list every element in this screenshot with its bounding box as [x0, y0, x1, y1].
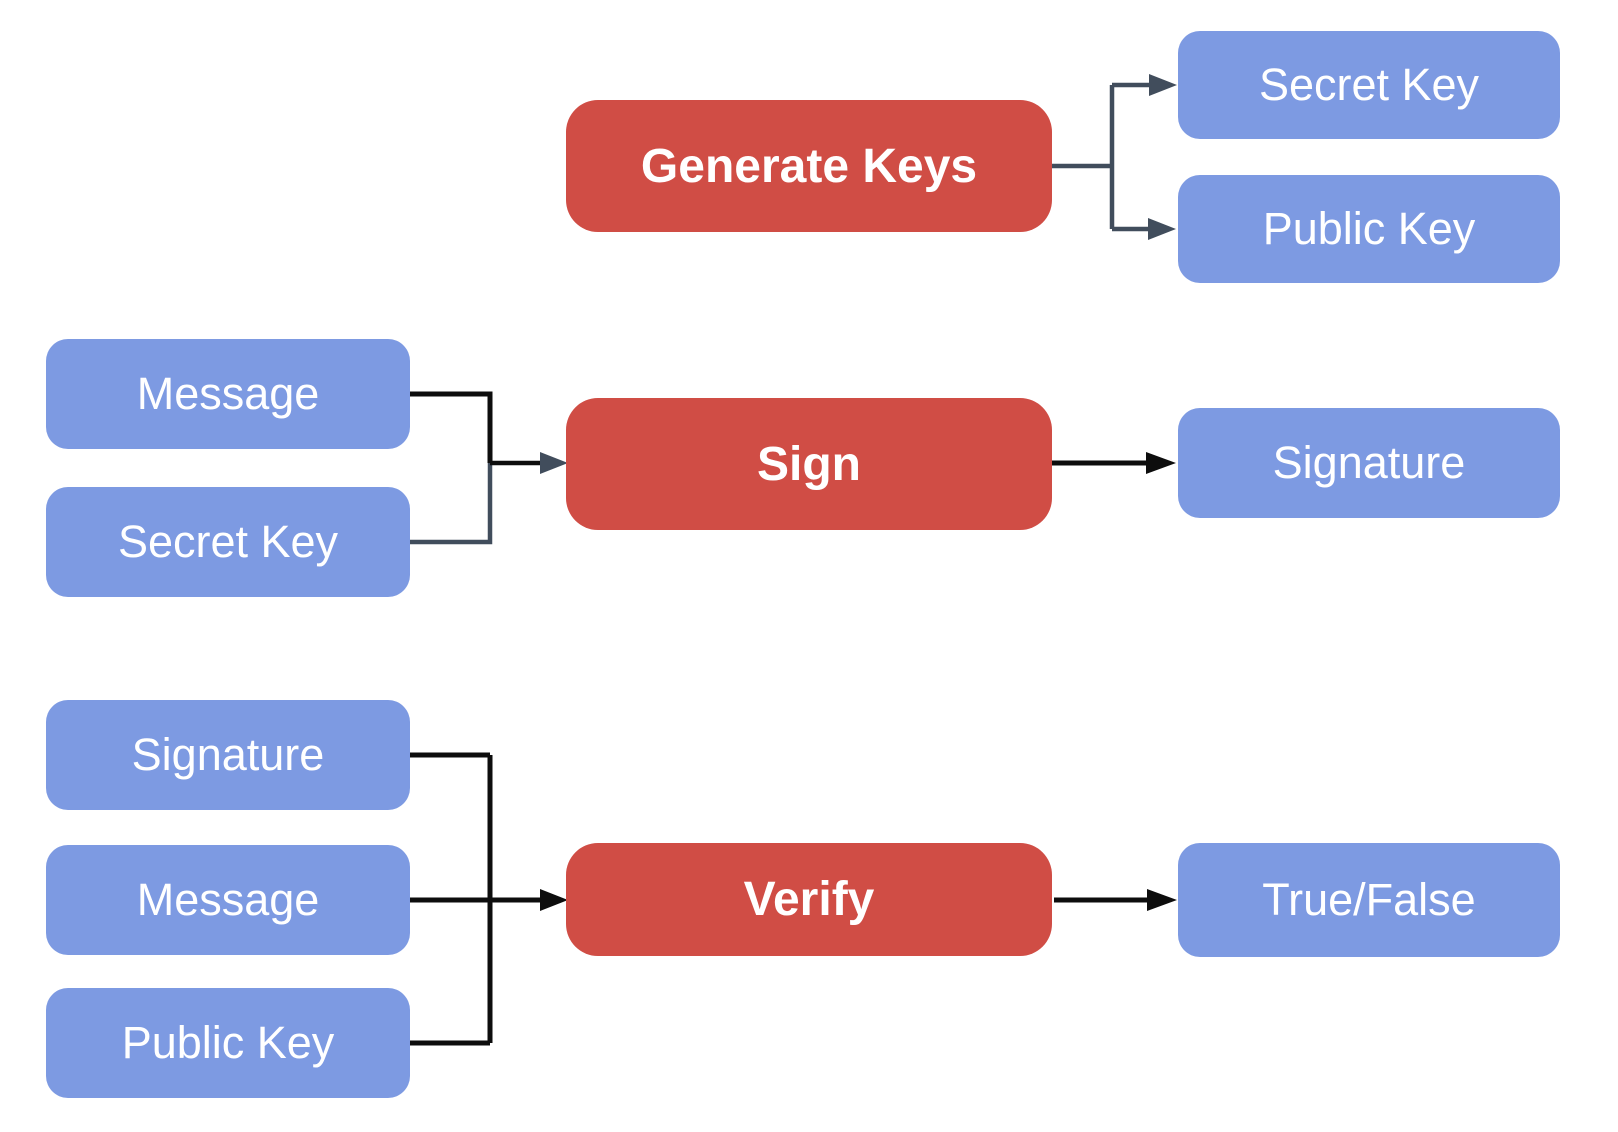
arrowhead — [540, 452, 568, 474]
node-label: Signature — [131, 729, 325, 780]
arrowhead — [1147, 889, 1177, 911]
node-label: Sign — [757, 437, 861, 491]
edge-line — [410, 463, 493, 545]
edge-generate-keys-to-secret-key — [1112, 74, 1177, 96]
edge-message-to-sign — [410, 391, 493, 463]
edge-line — [1052, 85, 1115, 229]
node-public-key-verify: Public Key — [46, 988, 410, 1098]
node-secret-key-sign: Secret Key — [46, 487, 410, 597]
node-label: Signature — [1272, 437, 1466, 488]
node-generate-keys: Generate Keys — [566, 100, 1052, 232]
arrowhead — [1148, 218, 1176, 240]
edge-sign-to-signature — [1052, 452, 1176, 474]
node-signature-verify: Signature — [46, 700, 410, 810]
arrowhead — [1149, 74, 1177, 96]
edge-generate-keys-fanout-trunk — [1052, 85, 1115, 229]
edge-generate-keys-to-public-key — [1112, 218, 1176, 240]
node-label: Public Key — [1262, 203, 1476, 254]
node-verify: Verify — [566, 843, 1052, 956]
edge-line — [410, 391, 493, 463]
node-true-false: True/False — [1178, 843, 1560, 957]
arrowhead — [540, 889, 568, 911]
node-label: Public Key — [121, 1017, 335, 1068]
node-sign: Sign — [566, 398, 1052, 530]
node-label: True/False — [1262, 874, 1476, 925]
edge-junction-to-sign-arrow — [490, 452, 568, 474]
node-public-key-out: Public Key — [1178, 175, 1560, 283]
node-message-verify: Message — [46, 845, 410, 955]
node-label: Message — [136, 368, 320, 419]
node-message-sign: Message — [46, 339, 410, 449]
edge-secret-key-to-sign — [410, 463, 493, 545]
arrowhead — [1146, 452, 1176, 474]
edge-verify-to-true-false — [1054, 889, 1177, 911]
node-label: Secret Key — [117, 516, 339, 567]
node-label: Generate Keys — [640, 139, 978, 193]
edge-message-to-verify-arrow — [410, 889, 568, 911]
node-secret-key-out: Secret Key — [1178, 31, 1560, 139]
node-label: Secret Key — [1258, 59, 1480, 110]
node-label: Message — [136, 874, 320, 925]
node-label: Verify — [743, 873, 875, 926]
node-signature-out: Signature — [1178, 408, 1560, 518]
